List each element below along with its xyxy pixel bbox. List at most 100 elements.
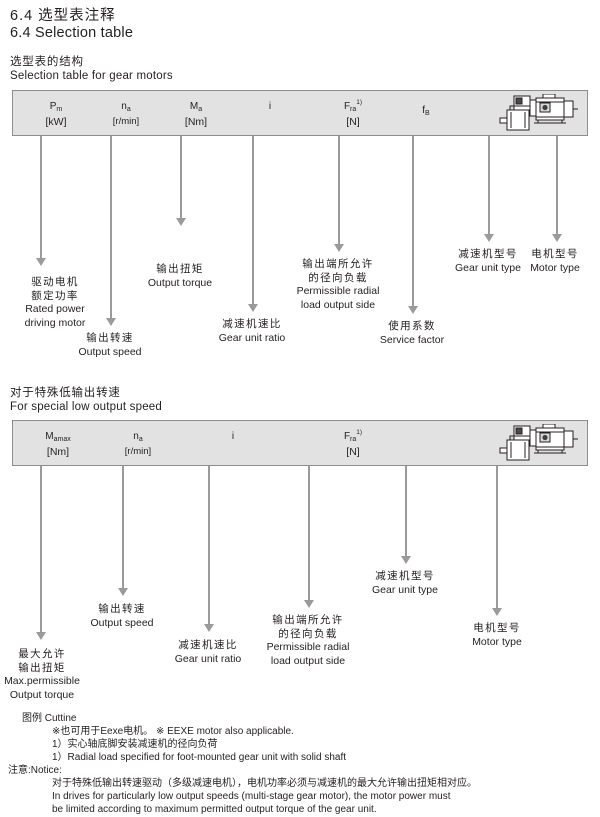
page-title-en: 6.4 Selection table bbox=[10, 25, 134, 41]
column-unit-n: [N] bbox=[346, 116, 360, 128]
column-header-na-2: na [r/min] bbox=[103, 430, 173, 459]
connector-line-na bbox=[110, 136, 112, 320]
arrowhead-motor-type-2 bbox=[492, 608, 502, 616]
callout-gear-ratio-2-en: Gear unit ratio bbox=[174, 652, 242, 665]
column-unit-rmin: [r/min] bbox=[112, 116, 140, 127]
column-unit-n-2: [N] bbox=[346, 446, 360, 458]
arrowhead-fra-2 bbox=[304, 600, 314, 608]
callout-output-torque-en: Output torque bbox=[147, 276, 213, 289]
arrowhead-motor-type bbox=[552, 234, 562, 242]
column-header-i-1: i bbox=[235, 100, 305, 114]
arrowhead-i-2 bbox=[204, 624, 214, 632]
column-footnote-marker-1: 1) bbox=[356, 99, 363, 106]
column-sub-ra-2: ra bbox=[350, 436, 357, 443]
callout-output-speed-1: 输出转速 Output speed bbox=[60, 332, 160, 359]
callout-output-speed-2: 输出转速 Output speed bbox=[72, 603, 172, 630]
callout-output-speed-2-en: Output speed bbox=[90, 616, 154, 629]
callout-radial-load-2-cn2: 的径向负载 bbox=[278, 627, 338, 640]
connector-line-ma bbox=[180, 136, 182, 220]
notice-text-en1: In drives for particularly low output sp… bbox=[52, 791, 451, 802]
page-title: 6.4 选型表注释 6.4 Selection table bbox=[10, 8, 133, 42]
callout-radial-load-1-cn2: 的径向负载 bbox=[308, 271, 368, 284]
column-sub-ra: ra bbox=[350, 106, 357, 113]
column-symbol-n-2: n bbox=[133, 431, 139, 442]
column-sub-a-2: a bbox=[198, 106, 203, 113]
footnote-eexe: ※也可用于Eexe电机。 ※ EEXE motor also applicabl… bbox=[52, 726, 294, 737]
column-sub-a-3: a bbox=[138, 436, 143, 443]
arrowhead-na-2 bbox=[118, 588, 128, 596]
column-unit-nm: [Nm] bbox=[184, 116, 208, 128]
arrowhead-fra bbox=[334, 244, 344, 252]
section2-heading-cn: 对于特殊低输出转速 bbox=[10, 387, 121, 399]
column-header-ma: Ma [Nm] bbox=[161, 100, 231, 129]
callout-gear-unit-type-1-cn: 减速机型号 bbox=[458, 248, 518, 260]
callout-gear-ratio-1-en: Gear unit ratio bbox=[218, 331, 286, 344]
column-header-fra-1: Fra1) [N] bbox=[318, 99, 388, 129]
connector-line-fb bbox=[412, 136, 414, 308]
arrowhead-ma bbox=[176, 218, 186, 226]
callout-radial-load-2-en1: Permissible radial bbox=[266, 641, 350, 653]
column-header-mamax: Mamax [Nm] bbox=[18, 430, 98, 459]
column-symbol-fb: f bbox=[422, 105, 426, 116]
footnote-radial-load-cn: 1）实心轴底脚安装减速机的径向负荷 bbox=[52, 739, 218, 750]
callout-radial-load-1-en1: Permissible radial bbox=[296, 285, 380, 297]
callout-rated-power-cn1: 驱动电机 bbox=[31, 276, 79, 288]
callout-gear-unit-type-1-en: Gear unit type bbox=[455, 261, 521, 274]
arrowhead-fb bbox=[408, 306, 418, 314]
arrowhead-gear-type-2 bbox=[401, 556, 411, 564]
arrowhead-i bbox=[248, 304, 258, 312]
section2-heading: 对于特殊低输出转速 For special low output speed bbox=[10, 386, 162, 414]
connector-line-i-2 bbox=[208, 466, 210, 626]
arrowhead-na bbox=[106, 318, 116, 326]
callout-service-factor-en: Service factor bbox=[379, 333, 445, 346]
column-unit-nm-2: [Nm] bbox=[46, 446, 70, 458]
legend-label: 图例 Cuttine bbox=[22, 713, 77, 724]
callout-output-speed-1-cn: 输出转速 bbox=[86, 332, 134, 344]
column-footnote-marker-2: 1) bbox=[356, 429, 363, 436]
arrowhead-mamax bbox=[36, 632, 46, 640]
connector-line-motor-type bbox=[556, 136, 558, 236]
gear-motor-icon bbox=[498, 93, 580, 139]
callout-radial-load-2: 输出端所允许 的径向负载 Permissible radial load out… bbox=[248, 614, 368, 668]
callout-max-output-torque-cn1: 最大允许 bbox=[18, 648, 66, 660]
column-sub-m: m bbox=[56, 106, 63, 113]
callout-radial-load-2-cn1: 输出端所允许 bbox=[272, 614, 344, 626]
callout-gear-unit-type-1: 减速机型号 Gear unit type bbox=[436, 248, 540, 275]
callout-radial-load-2-en2: load output side bbox=[270, 654, 346, 667]
callout-output-torque: 输出扭矩 Output torque bbox=[130, 263, 230, 290]
column-symbol-m-2: M bbox=[45, 431, 54, 442]
connector-line-i bbox=[252, 136, 254, 306]
connector-line-motor-type-2 bbox=[496, 466, 498, 610]
arrowhead-gear-type bbox=[484, 234, 494, 242]
column-header-fra-2: Fra1) [N] bbox=[318, 429, 388, 459]
callout-service-factor-cn: 使用系数 bbox=[388, 320, 436, 332]
page-title-cn: 6.4 选型表注释 bbox=[10, 8, 116, 24]
callout-gear-ratio-2: 减速机速比 Gear unit ratio bbox=[155, 639, 261, 666]
gear-motor-icon-2 bbox=[498, 423, 580, 469]
column-symbol-i: i bbox=[268, 101, 272, 112]
callout-rated-power-en2: driving motor bbox=[24, 316, 86, 329]
callout-motor-type-2-en: Motor type bbox=[472, 635, 522, 648]
notice-text-cn: 对于特殊低输出转速驱动（多级减速电机），电机功率必须与减速机的最大允许输出扭矩相… bbox=[52, 778, 477, 789]
notice-text-en2: be limited according to maximum permitte… bbox=[52, 804, 377, 815]
callout-gear-unit-type-2-cn: 减速机型号 bbox=[375, 570, 435, 582]
callout-rated-power: 驱动电机 额定功率 Rated power driving motor bbox=[0, 276, 110, 330]
callout-radial-load-1-cn1: 输出端所允许 bbox=[302, 258, 374, 270]
column-sub-amax: amax bbox=[53, 436, 71, 443]
column-symbol-m: M bbox=[189, 101, 199, 112]
section1-heading-en: Selection table for gear motors bbox=[10, 70, 173, 82]
column-unit-kw: [kW] bbox=[45, 116, 67, 128]
callout-gear-unit-type-2: 减速机型号 Gear unit type bbox=[353, 570, 457, 597]
column-header-na-1: na [r/min] bbox=[91, 100, 161, 129]
column-sub-a: a bbox=[126, 106, 131, 113]
callout-max-output-torque-en2: Output torque bbox=[9, 688, 75, 701]
callout-radial-load-1: 输出端所允许 的径向负载 Permissible radial load out… bbox=[278, 258, 398, 312]
callout-gear-ratio-1: 减速机速比 Gear unit ratio bbox=[199, 318, 305, 345]
connector-line-gear-type-2 bbox=[405, 466, 407, 558]
callout-gear-ratio-2-cn: 减速机速比 bbox=[178, 639, 238, 651]
column-unit-rmin-2: [r/min] bbox=[124, 446, 152, 457]
callout-rated-power-cn2: 额定功率 bbox=[31, 289, 79, 302]
column-symbol-f-2: F bbox=[343, 431, 351, 442]
callout-motor-type-1-cn: 电机型号 bbox=[531, 248, 579, 260]
callout-output-torque-cn: 输出扭矩 bbox=[156, 263, 204, 275]
